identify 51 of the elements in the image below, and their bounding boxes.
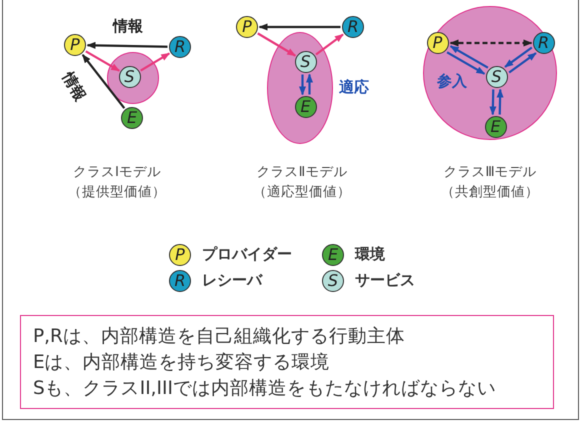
edge-label: 適応 [338,78,370,97]
node-circle: R [342,16,364,38]
node-circle: S [486,66,508,88]
legend-swatch: S [322,270,344,292]
node-circle: E [121,107,143,129]
legend-label: 環境 [355,245,385,264]
arrow [306,74,313,94]
node-circle: P [236,16,258,38]
edge-label: 情報 [112,17,144,36]
dashed-arrow [450,40,532,46]
note-text: Eは、内部構造を持ち変容する環境 [33,351,330,375]
model-caption: （提供型価値） [68,183,166,201]
arrow [86,42,168,49]
arrow [85,50,120,72]
node-circle: R [169,36,191,58]
arrow [299,74,306,96]
legend-swatch: E [322,244,344,266]
legend-swatch: R [169,270,191,292]
node-circle: E [294,96,316,118]
arrow [489,89,496,116]
arrow [257,32,296,57]
node-circle: E [484,116,506,138]
legend-label: レシーバ [202,271,262,290]
arrow [315,34,344,56]
node-circle: R [532,32,554,54]
note-text: Sも、クラスII,IIIでは内部構造をもたなければならない [33,377,496,401]
shaded-circle [107,52,159,104]
model-caption: クラスⅠモデル [73,163,161,181]
node-circle: S [118,66,140,88]
node-circle: P [426,32,448,54]
note-box [20,315,554,409]
edge-label: 情報 [58,68,90,106]
model-caption: （共創型価値） [441,183,539,201]
arrow [504,46,532,68]
model-caption: クラスⅡモデル [256,163,348,181]
model-caption: クラスⅢモデル [443,163,537,181]
arrow [140,52,170,72]
node-circle: S [294,50,316,72]
edge-label: 参入 [436,72,468,91]
legend-label: プロバイダー [202,245,292,264]
arrow [446,51,486,75]
node-circle: P [64,34,86,56]
legend-label: サービス [355,271,415,290]
model-caption: （適応型価値） [253,183,351,201]
arrow [82,54,126,109]
arrow [496,88,504,115]
arrow [508,52,537,74]
legend-swatch: P [169,244,191,266]
arrow [258,24,340,30]
arrow [450,45,488,69]
note-text: P,Rは、内部構造を自己組織化する行動主体 [33,325,405,349]
